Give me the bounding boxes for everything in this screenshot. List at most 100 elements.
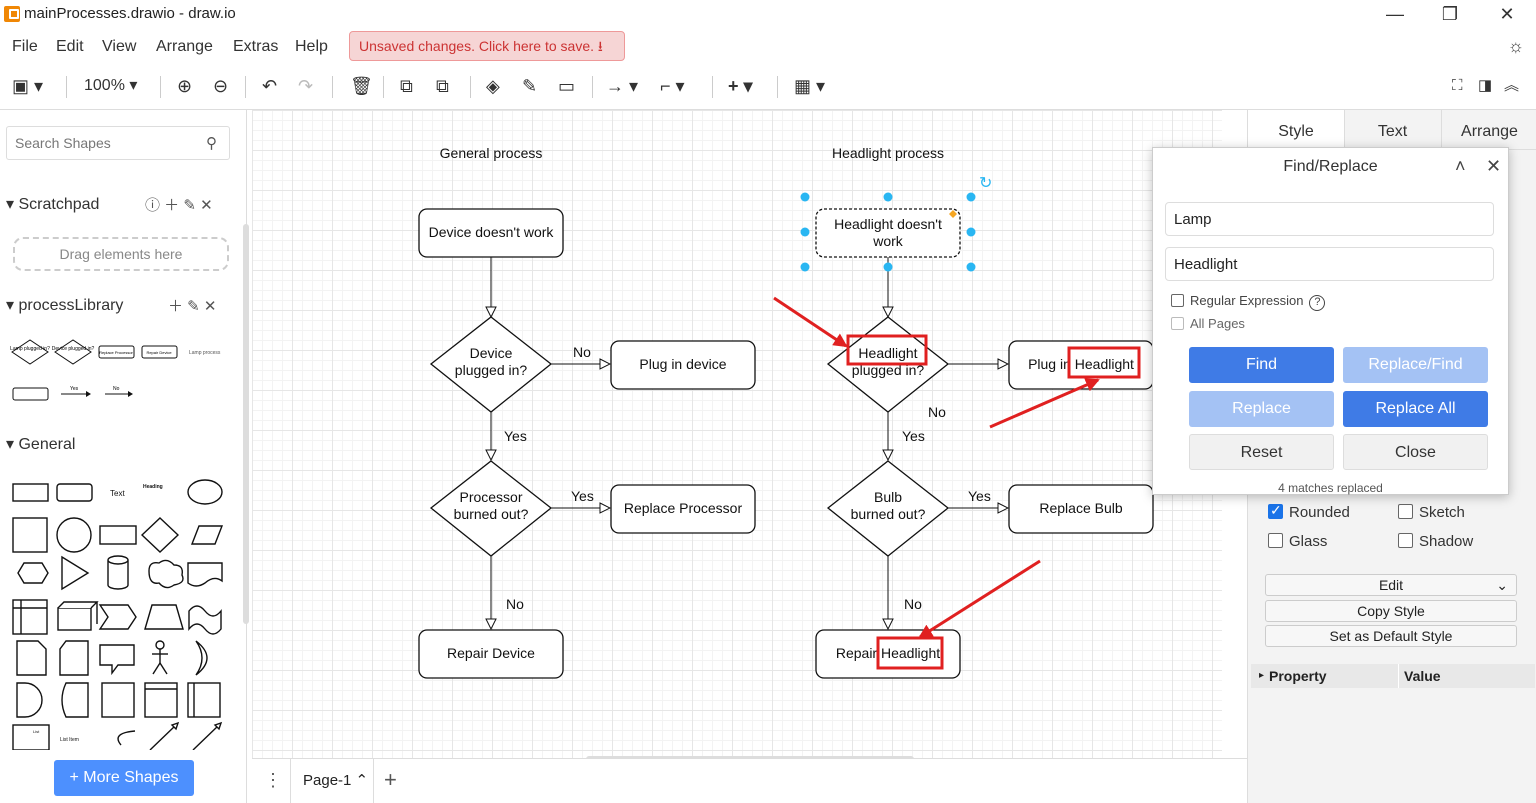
toolbar: ▣ ▾ 100% ▾ ⊕ ⊖ ↶ ↷ 🗑 ⧉ ⧉ ◈ ✎ ▭ → ▾ ⌐ ▾ +… — [0, 64, 1536, 110]
format-toggle-icon[interactable]: ◨ — [1478, 77, 1493, 94]
scratchpad-header[interactable]: ▾ Scratchpad — [6, 196, 100, 213]
collapse-dialog-icon[interactable]: ˄ — [1455, 156, 1466, 176]
regex-checkbox[interactable]: Regular Expression? — [1171, 293, 1326, 311]
collapse-icon[interactable]: ︽ — [1504, 77, 1520, 94]
menu-file[interactable]: File — [12, 38, 38, 55]
menu-help[interactable]: Help — [295, 38, 328, 55]
expand-icon[interactable]: ▸ — [1259, 670, 1265, 681]
line-color-icon[interactable]: ✎ — [522, 76, 538, 96]
set-default-style-button[interactable]: Set as Default Style — [1265, 625, 1517, 647]
unsaved-changes-button[interactable]: Unsaved changes. Click here to save. ⭳ — [349, 31, 625, 61]
find-button[interactable]: Find — [1189, 347, 1334, 383]
replace-find-button[interactable]: Replace/Find — [1343, 347, 1488, 383]
minimize-button[interactable]: — — [1386, 4, 1404, 24]
scratchpad-tools[interactable]: ⓘ ＋ ✎ ✕ — [145, 197, 213, 214]
shadow-checkbox[interactable]: Shadow — [1398, 533, 1473, 550]
close-window-button[interactable]: ✕ — [1499, 4, 1515, 24]
diagram-canvas[interactable]: General process Headlight process Device… — [252, 110, 1222, 758]
redo-icon[interactable]: ↷ — [298, 76, 314, 96]
menu-view[interactable]: View — [102, 38, 137, 55]
replace-input[interactable]: Headlight — [1165, 247, 1494, 281]
zoom-select[interactable]: 100% ▾ — [84, 77, 138, 94]
general-list-label: List — [33, 729, 40, 734]
to-back-icon[interactable]: ⧉ — [436, 76, 449, 96]
edit-label: Edit — [1378, 577, 1404, 593]
help-icon[interactable]: ? — [1309, 295, 1326, 311]
general-label: General — [18, 436, 76, 453]
close-button[interactable]: Close — [1343, 434, 1488, 470]
node-repair-headlight[interactable] — [815, 629, 961, 679]
checkbox-checked-icon — [1268, 502, 1283, 519]
glass-checkbox[interactable]: Glass — [1268, 533, 1327, 550]
toolbar-separator — [66, 76, 67, 98]
process-library-shapes[interactable]: Lamp plugged in? Device plugged in? Repl… — [8, 336, 243, 406]
insert-icon[interactable]: + ▾ — [728, 76, 753, 96]
node-processor-burned[interactable] — [429, 460, 553, 557]
selection-handles[interactable] — [800, 192, 976, 272]
theme-icon[interactable]: ☼ — [1507, 36, 1525, 56]
menu-extras[interactable]: Extras — [233, 38, 279, 55]
search-shapes-input[interactable]: Search Shapes — [6, 126, 230, 160]
close-dialog-icon[interactable]: ✕ — [1486, 156, 1502, 176]
node-device-doesnt-work[interactable] — [418, 208, 564, 258]
tab-style[interactable]: Style — [1248, 110, 1344, 150]
node-replace-processor-label: Replace Processor — [624, 500, 743, 516]
lib-no-label: No — [113, 386, 120, 392]
node-bulb-burned[interactable] — [826, 460, 950, 557]
general-header[interactable]: ▾ General — [6, 436, 76, 453]
search-icon[interactable]: ⚲ — [206, 135, 217, 152]
annotation-arrow — [773, 296, 848, 348]
undo-icon[interactable]: ↶ — [262, 76, 278, 96]
waypoints-icon[interactable]: ⌐ ▾ — [660, 76, 685, 96]
find-input[interactable]: Lamp — [1165, 202, 1494, 236]
format-panel-icon[interactable]: ▣ ▾ — [12, 76, 44, 96]
add-page-icon[interactable]: + — [384, 767, 397, 792]
to-front-icon[interactable]: ⧉ — [400, 76, 413, 96]
menu-arrange[interactable]: Arrange — [156, 38, 213, 55]
fill-color-icon[interactable]: ◈ — [486, 76, 500, 96]
glass-label: Glass — [1289, 533, 1328, 550]
zoom-out-icon[interactable]: ⊖ — [213, 76, 229, 96]
node-replace-processor[interactable] — [610, 484, 756, 534]
fullscreen-icon[interactable]: ⛶ — [1452, 77, 1463, 94]
shapes-scrollbar[interactable] — [243, 224, 249, 624]
menu-edit[interactable]: Edit — [56, 38, 84, 55]
more-shapes-button[interactable]: + More Shapes — [54, 760, 194, 796]
table-icon[interactable]: ▦ ▾ — [794, 76, 826, 96]
node-repair-device[interactable] — [418, 629, 564, 679]
reset-button[interactable]: Reset — [1189, 434, 1334, 470]
process-library-header[interactable]: ▾ processLibrary — [6, 297, 124, 314]
maximize-button[interactable]: ❐ — [1441, 4, 1459, 24]
zoom-in-icon[interactable]: ⊕ — [177, 76, 193, 96]
all-pages-checkbox[interactable]: All Pages — [1171, 316, 1245, 331]
drawio-logo-icon — [4, 6, 20, 22]
shapes-panel: Search Shapes ⚲ ▾ Scratchpad ⓘ ＋ ✎ ✕ Dra… — [0, 110, 249, 803]
sketch-checkbox[interactable]: Sketch — [1398, 504, 1465, 521]
node-plug-in-device[interactable] — [610, 340, 756, 390]
highlight-box — [1067, 346, 1141, 379]
library-tools[interactable]: ＋ ✎ ✕ — [168, 298, 217, 315]
checkbox-icon — [1268, 533, 1283, 548]
delete-icon[interactable]: 🗑 — [350, 76, 373, 96]
rotate-handle-icon[interactable]: ↻ — [979, 175, 992, 192]
tab-page-1[interactable]: Page-1 ⌃ — [290, 759, 374, 803]
node-device-plugged-in[interactable] — [429, 316, 553, 413]
page-bar: ⋮ Page-1 ⌃ + — [252, 758, 1247, 803]
property-column: Property — [1269, 668, 1327, 684]
copy-style-button[interactable]: Copy Style — [1265, 600, 1517, 622]
general-shapes[interactable]: Text Heading List Item List — [8, 475, 243, 750]
connection-icon[interactable]: → ▾ — [606, 76, 639, 96]
rounded-checkbox[interactable]: Rounded — [1268, 502, 1350, 521]
node-replace-bulb[interactable] — [1008, 484, 1154, 534]
scratchpad-dropzone[interactable]: Drag elements here — [13, 237, 229, 271]
edit-style-select[interactable]: Edit⌄ — [1265, 574, 1517, 596]
shadow-icon[interactable]: ▭ — [558, 76, 576, 96]
node-headlight-doesnt-work[interactable] — [815, 208, 961, 258]
replace-button[interactable]: Replace — [1189, 391, 1334, 427]
replace-all-button[interactable]: Replace All — [1343, 391, 1488, 427]
tab-arrange[interactable]: Arrange — [1441, 110, 1536, 150]
diagram[interactable]: General process Headlight process Device… — [252, 110, 1222, 758]
pages-menu-icon[interactable]: ⋮ — [264, 770, 282, 790]
rounding-handle[interactable] — [949, 210, 957, 218]
tab-text[interactable]: Text — [1344, 110, 1440, 150]
